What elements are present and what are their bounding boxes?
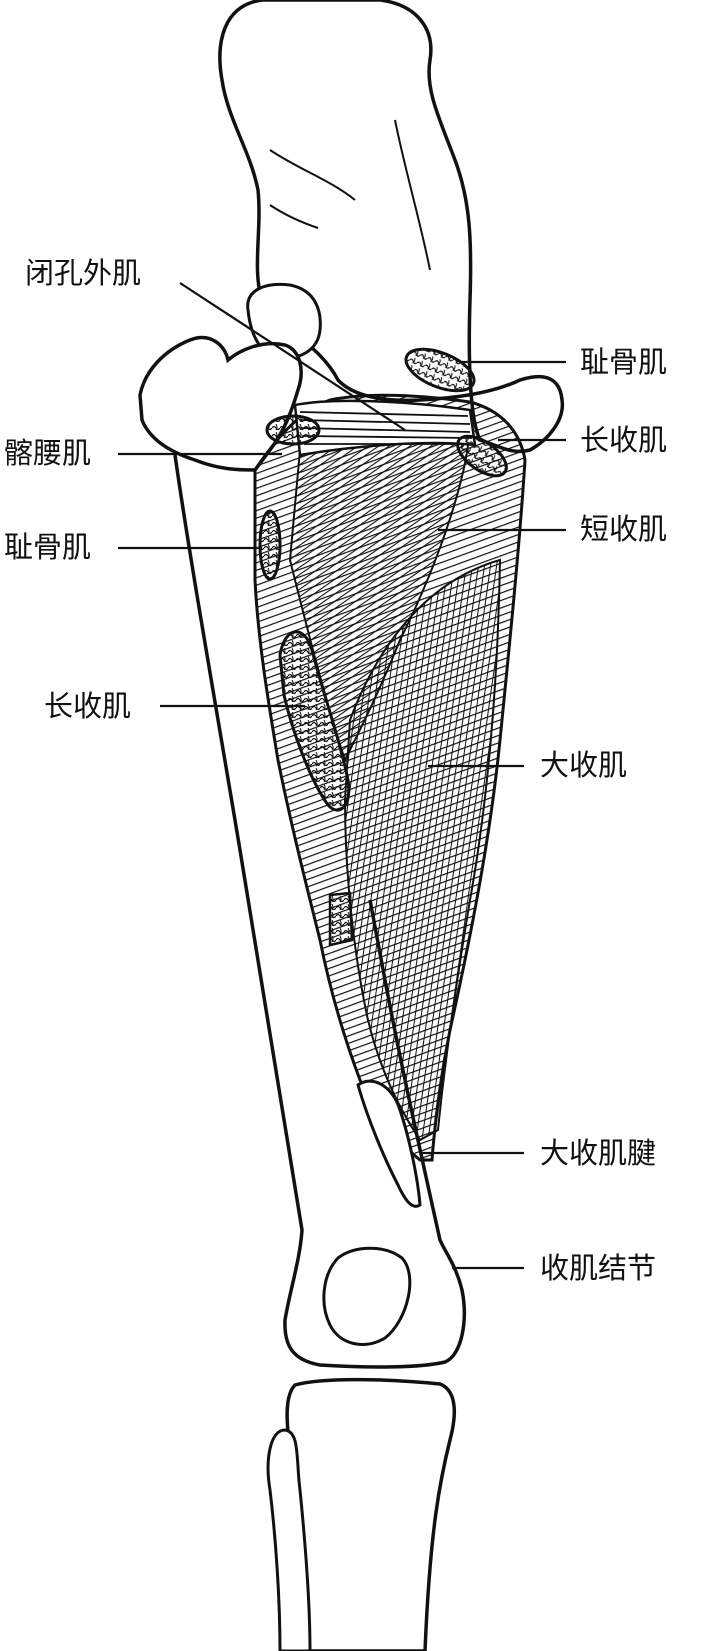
adductor-longus-stump-upper xyxy=(456,434,508,478)
label-obturator-externus: 闭孔外肌 xyxy=(25,256,142,290)
tibia xyxy=(285,1377,457,1651)
pectineus-stump-upper xyxy=(404,347,476,393)
iliopsoas-stump xyxy=(265,414,321,446)
label-pectineus-right: 耻骨肌 xyxy=(580,345,668,379)
label-adductor-magnus-tendon: 大收肌腱 xyxy=(540,1136,657,1170)
label-adductor-longus-right: 长收肌 xyxy=(580,423,668,457)
pelvis-contour-1 xyxy=(269,149,356,201)
greater-trochanter xyxy=(138,335,303,472)
femoral-condyle-notch xyxy=(322,1246,412,1346)
label-adductor-tubercle: 收肌结节 xyxy=(540,1251,657,1285)
label-adductor-brevis: 短收肌 xyxy=(580,512,668,546)
pectineus-stump-lower xyxy=(258,509,282,581)
pelvis-contour-2 xyxy=(394,119,431,271)
adductor-magnus-belly xyxy=(343,558,502,1142)
fibula xyxy=(266,1428,312,1651)
leader-lines xyxy=(118,282,566,1270)
obturator-externus-lines xyxy=(299,411,473,445)
leader-obturator-externus xyxy=(179,282,406,431)
label-pectineus-left: 耻骨肌 xyxy=(4,530,92,564)
adductor-magnus-tendon xyxy=(356,1079,422,1208)
pelvis-contour-3 xyxy=(269,204,319,229)
adductor-hiatus xyxy=(328,891,354,947)
label-iliopsoas: 髂腰肌 xyxy=(4,436,92,470)
label-adductor-longus-left: 长收肌 xyxy=(44,689,132,723)
label-adductor-magnus: 大收肌 xyxy=(540,748,628,782)
adductor-longus-stump-lower xyxy=(278,630,351,812)
